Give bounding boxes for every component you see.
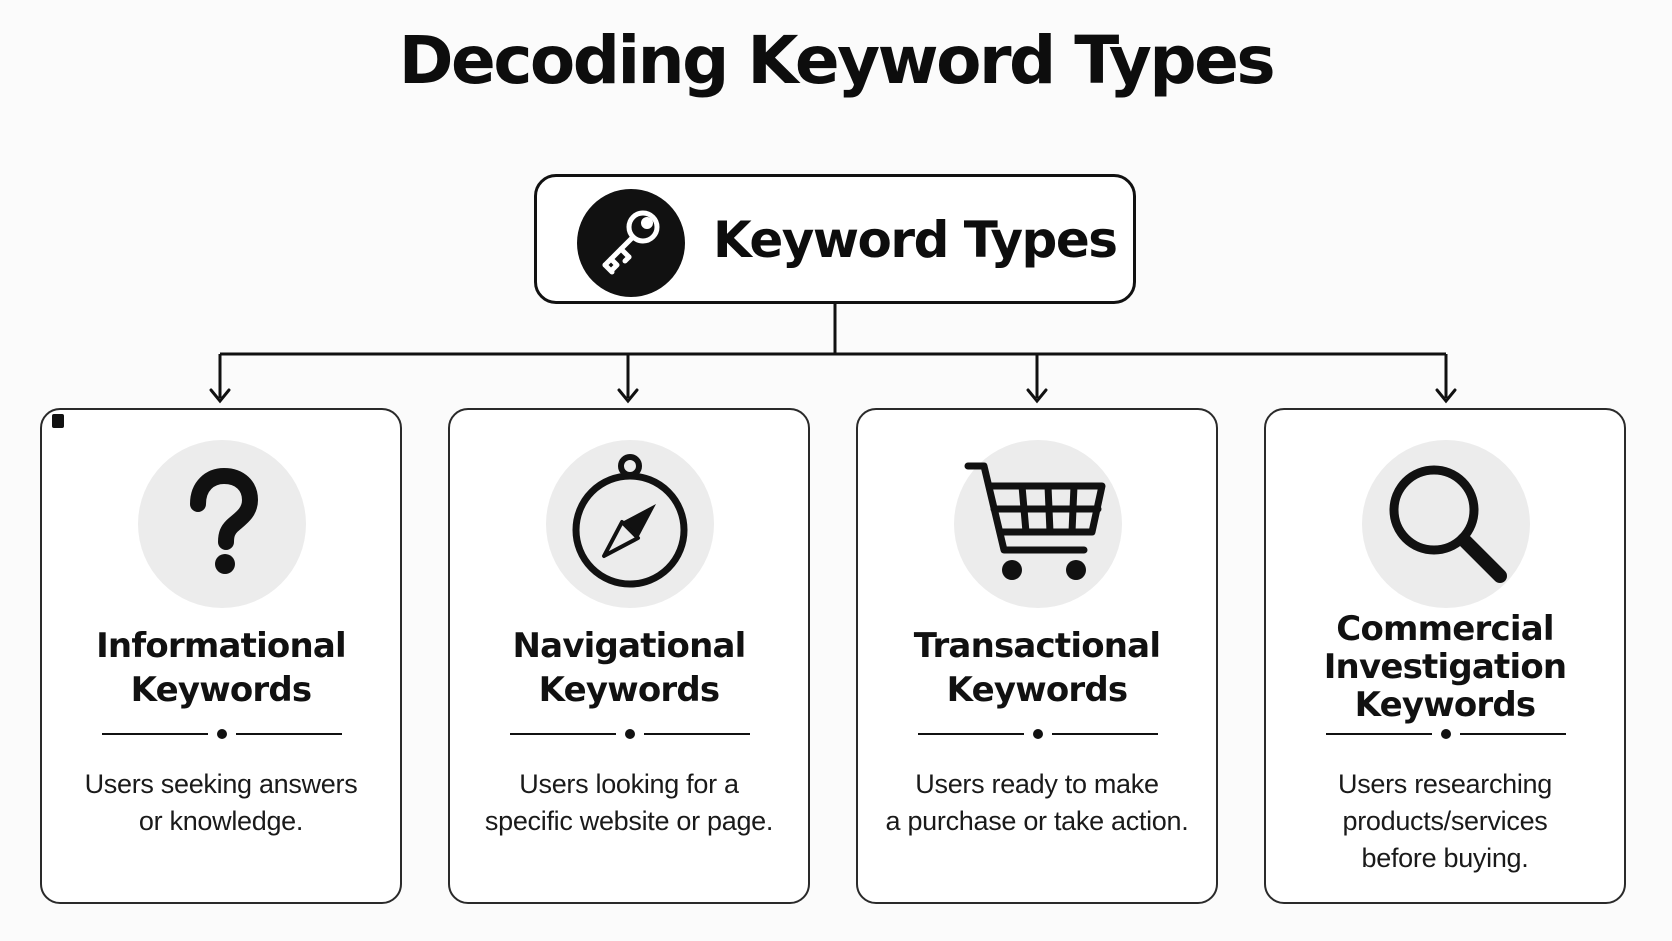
key-icon	[577, 189, 685, 297]
card-title: Transactional Keywords	[913, 626, 1161, 710]
card-informational-keywords: Informational Keywords Users seeking ans…	[40, 408, 402, 904]
magnifying-glass-icon	[1362, 440, 1530, 608]
card-description: Users ready to make a purchase or take a…	[885, 769, 1189, 836]
card-title: Informational Keywords	[96, 626, 347, 710]
card-title: Commercial Investigation Keywords	[1323, 609, 1567, 725]
card-description: Users researching products/services befo…	[1338, 769, 1552, 873]
divider	[918, 728, 1158, 740]
root-node-keyword-types: Keyword Types	[534, 174, 1136, 304]
divider	[510, 728, 750, 740]
divider	[102, 728, 342, 740]
question-mark-icon	[138, 440, 306, 608]
root-label: Keyword Types	[713, 211, 1118, 269]
divider	[1326, 728, 1566, 740]
corner-mark	[52, 414, 64, 428]
page-title: Decoding Keyword Types	[398, 22, 1276, 99]
compass-icon	[546, 440, 714, 608]
card-transactional-keywords: Transactional Keywords Users ready to ma…	[856, 408, 1218, 904]
card-description: Users looking for a specific website or …	[484, 769, 774, 836]
card-commercial-investigation-keywords: Commercial Investigation Keywords Users …	[1264, 408, 1626, 904]
card-description: Users seeking answers or knowledge.	[84, 769, 358, 836]
shopping-cart-icon	[954, 440, 1122, 608]
card-title: Navigational Keywords	[512, 626, 747, 710]
card-navigational-keywords: Navigational Keywords Users looking for …	[448, 408, 810, 904]
